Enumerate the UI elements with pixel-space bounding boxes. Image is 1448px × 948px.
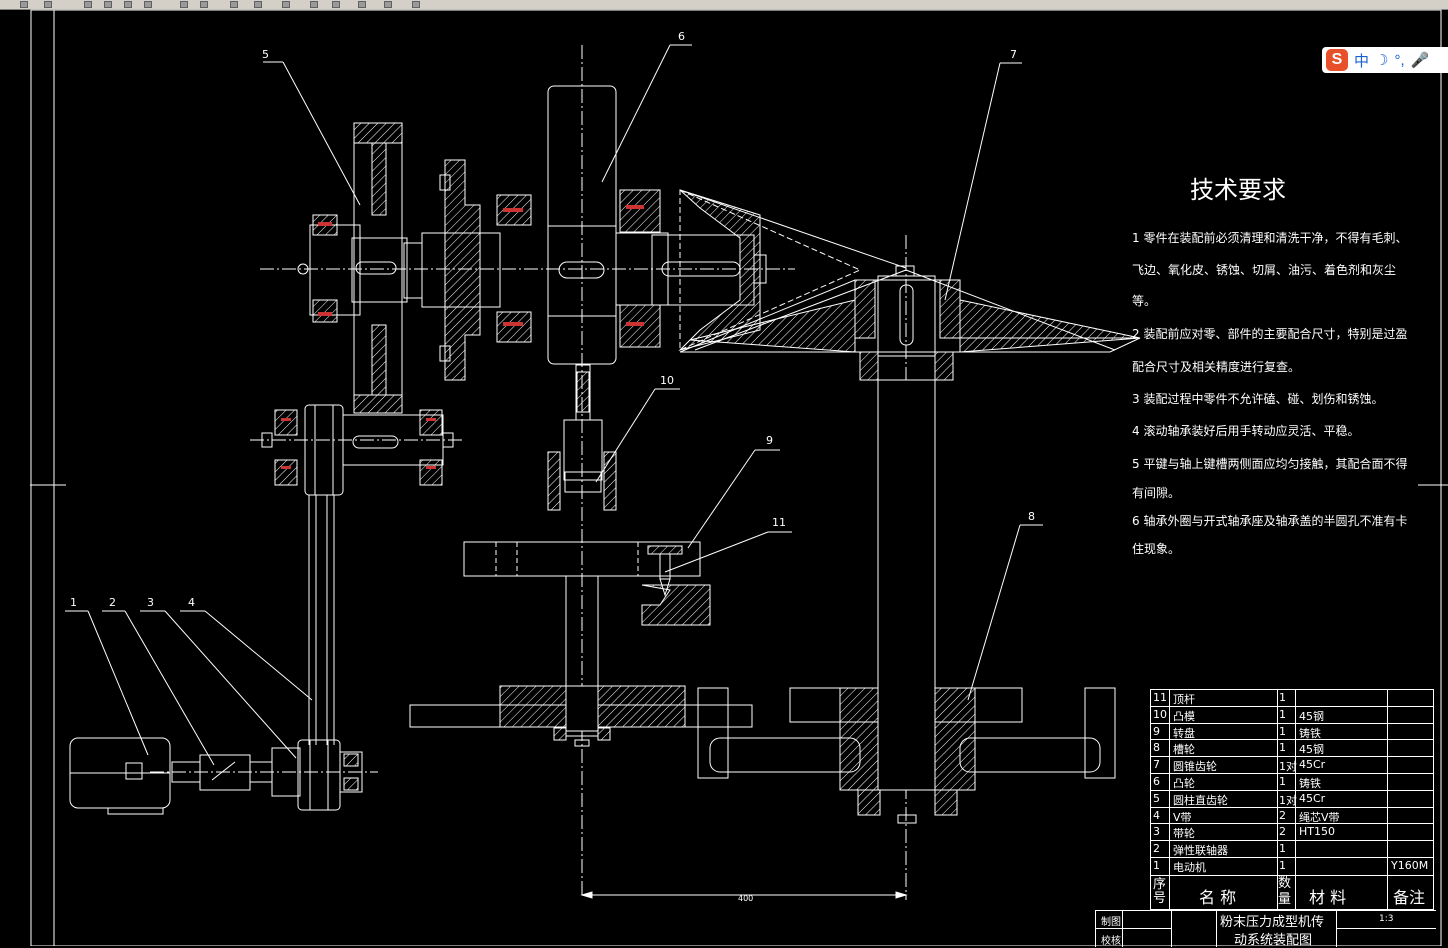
balloon-9: 9 (766, 434, 773, 447)
moon-icon[interactable]: ☽ (1375, 52, 1389, 69)
drawing-title-line1: 粉末压力成型机传 (1220, 915, 1325, 930)
balloon-6: 6 (678, 30, 685, 43)
drawing-border (30, 9, 1442, 946)
pulley-3-lower (297, 739, 341, 811)
tech-line: 4 滚动轴承装好后用手转动应灵活、平稳。 (1132, 424, 1360, 438)
pulley-3-upper (304, 404, 344, 496)
toolbar-button-icon[interactable] (332, 1, 340, 8)
toolbar-button-icon[interactable] (254, 1, 262, 8)
zoom-window-icon[interactable] (124, 1, 132, 8)
drawing-title-line2: 动系统装配图 (1234, 933, 1313, 948)
tech-line: 等。 (1132, 294, 1157, 308)
balloon-2: 2 (109, 596, 116, 609)
balloon-10: 10 (660, 374, 674, 387)
microphone-icon[interactable]: 🎤 (1410, 52, 1430, 69)
toolbar-button-icon[interactable] (230, 1, 238, 8)
sogou-logo-icon: S (1326, 49, 1348, 71)
balloon-3: 3 (147, 596, 154, 609)
zoom-icon[interactable] (104, 1, 112, 8)
drawn-label: 制图 (1101, 917, 1121, 928)
toolbar-button-icon[interactable] (200, 1, 208, 8)
tech-line: 2 装配前应对零、部件的主要配合尺寸，特别是过盈 (1132, 327, 1408, 341)
tech-line: 6 轴承外圈与开式轴承座及轴承盖的半圆孔不准有卡 (1132, 514, 1408, 528)
zoom-previous-icon[interactable] (144, 1, 152, 8)
tech-line: 住现象。 (1132, 542, 1181, 556)
balloon-11: 11 (772, 516, 786, 529)
scale-label: 1:3 (1379, 914, 1394, 924)
bom-header: 序号 名 称 数量 材 料 备注 (1151, 875, 1433, 909)
balloon-7: 7 (1010, 48, 1017, 61)
toolbar-button-icon[interactable] (44, 1, 52, 8)
tech-line: 有间隙。 (1132, 486, 1181, 500)
tech-line: 3 装配过程中零件不允许磕、碰、划伤和锈蚀。 (1132, 392, 1384, 406)
ime-toolbar[interactable]: S 中 ☽ °, 🎤 (1322, 47, 1448, 73)
cam-6 (547, 85, 617, 365)
balloon-4: 4 (188, 596, 195, 609)
ime-punct-label[interactable]: °, (1394, 51, 1405, 69)
ime-mode-label[interactable]: 中 (1354, 52, 1370, 70)
balloon-1: 1 (70, 596, 77, 609)
toolbar-button-icon[interactable] (310, 1, 318, 8)
toolbar-button-icon[interactable] (384, 1, 392, 8)
checked-label: 校核 (1101, 936, 1121, 947)
toolbar-button-icon[interactable] (180, 1, 188, 8)
tech-requirements-title: 技术要求 (1190, 176, 1286, 204)
toolbar-button-icon[interactable] (282, 1, 290, 8)
balloon-8: 8 (1028, 510, 1035, 523)
tech-line: 配合尺寸及相关精度进行复查。 (1132, 360, 1301, 374)
title-block: 制图 校核 粉末压力成型机传 动系统装配图 1:3 (1095, 910, 1436, 948)
toolbar-button-icon[interactable] (358, 1, 366, 8)
dimension-400: 400 (738, 894, 753, 903)
geneva-shaft-8 (877, 379, 936, 791)
tech-line: 1 零件在装配前必须清理和清洗干净，不得有毛刺、 (1132, 231, 1408, 245)
balloon-5: 5 (262, 48, 269, 61)
toolbar-button-icon[interactable] (20, 1, 28, 8)
pan-icon[interactable] (84, 1, 92, 8)
tech-line: 飞边、氧化皮、锈蚀、切屑、油污、着色剂和灰尘 (1132, 263, 1397, 277)
tech-line: 5 平键与轴上键槽两侧面应均匀接触，其配合面不得 (1132, 457, 1408, 471)
toolbar-button-icon[interactable] (412, 1, 420, 8)
